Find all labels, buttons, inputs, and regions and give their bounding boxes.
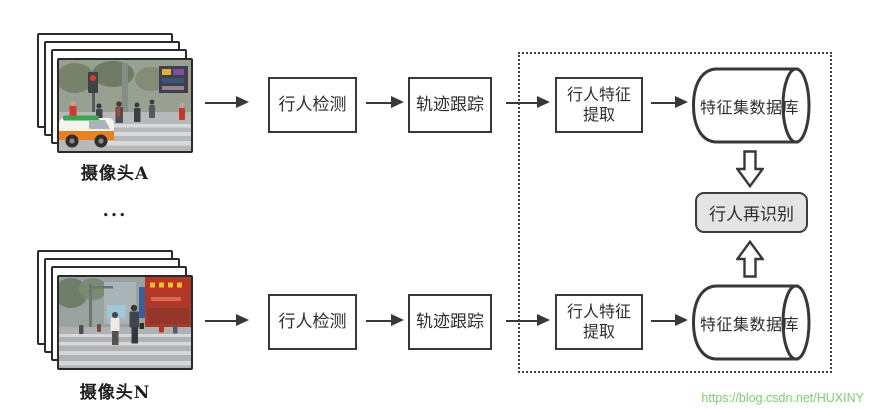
detection-box-top: 行人检测 [268, 77, 357, 133]
feature-database-label-bottom: 特征集数据库 [699, 314, 799, 334]
feature-extraction-box-top: 行人特征 提取 [555, 77, 643, 133]
feature-extraction-box-bottom: 行人特征 提取 [555, 294, 643, 350]
reid-label: 行人再识别 [709, 205, 794, 225]
arrow-right-icon-detection-to-tracking-top [366, 96, 404, 108]
tracking-label-bottom: 轨迹跟踪 [416, 311, 484, 332]
camera-a-label: 摄像头A [80, 164, 150, 184]
arrow-right-icon-camera-n-to-detection [205, 314, 249, 326]
arrow-right-icon-feature-to-database-bottom [651, 314, 688, 326]
reid-module-boundary [518, 52, 832, 373]
camera-a-frame-stack [37, 33, 194, 153]
detection-label-top: 行人检测 [278, 94, 347, 115]
block-arrow-down-icon [736, 150, 764, 188]
camera-n-frame-stack [37, 250, 194, 370]
arrow-right-icon-tracking-to-feature-top [506, 96, 550, 108]
feature-database-cylinder-bottom: 特征集数据库 [690, 284, 812, 361]
cylinder-shape-icon-bottom [691, 284, 811, 361]
detection-box-bottom: 行人检测 [268, 294, 357, 350]
tracking-box-bottom: 轨迹跟踪 [408, 294, 492, 350]
feature-extraction-line2-bottom: 提取 [582, 322, 615, 341]
feature-extraction-line1-top: 行人特征 [566, 85, 631, 104]
arrow-right-icon-tracking-to-feature-bottom [506, 314, 550, 326]
tracking-label-top: 轨迹跟踪 [416, 94, 484, 115]
street-scene-a-image [59, 60, 191, 151]
camera-n-photo [57, 275, 193, 370]
street-scene-n-image [59, 277, 191, 368]
feature-database-label-top: 特征集数据库 [699, 97, 799, 117]
csdn-watermark: https://blog.csdn.net/HUXINY [701, 391, 864, 405]
feature-extraction-line2-top: 提取 [582, 105, 615, 124]
cameras-ellipsis: ... [102, 200, 128, 221]
feature-extraction-line1-bottom: 行人特征 [566, 302, 631, 321]
arrow-right-icon-camera-a-to-detection [205, 96, 249, 108]
arrow-right-icon-feature-to-database-top [651, 96, 688, 108]
arrow-right-icon-detection-to-tracking-bottom [366, 314, 404, 326]
tracking-box-top: 轨迹跟踪 [408, 77, 492, 133]
block-arrow-up-icon [736, 240, 764, 278]
cylinder-shape-icon-top [691, 67, 811, 144]
reid-box: 行人再识别 [695, 192, 808, 233]
camera-n-label: 摄像头N [79, 383, 151, 403]
detection-label-bottom: 行人检测 [278, 311, 347, 332]
feature-database-cylinder-top: 特征集数据库 [690, 67, 812, 144]
camera-a-photo [57, 58, 193, 153]
